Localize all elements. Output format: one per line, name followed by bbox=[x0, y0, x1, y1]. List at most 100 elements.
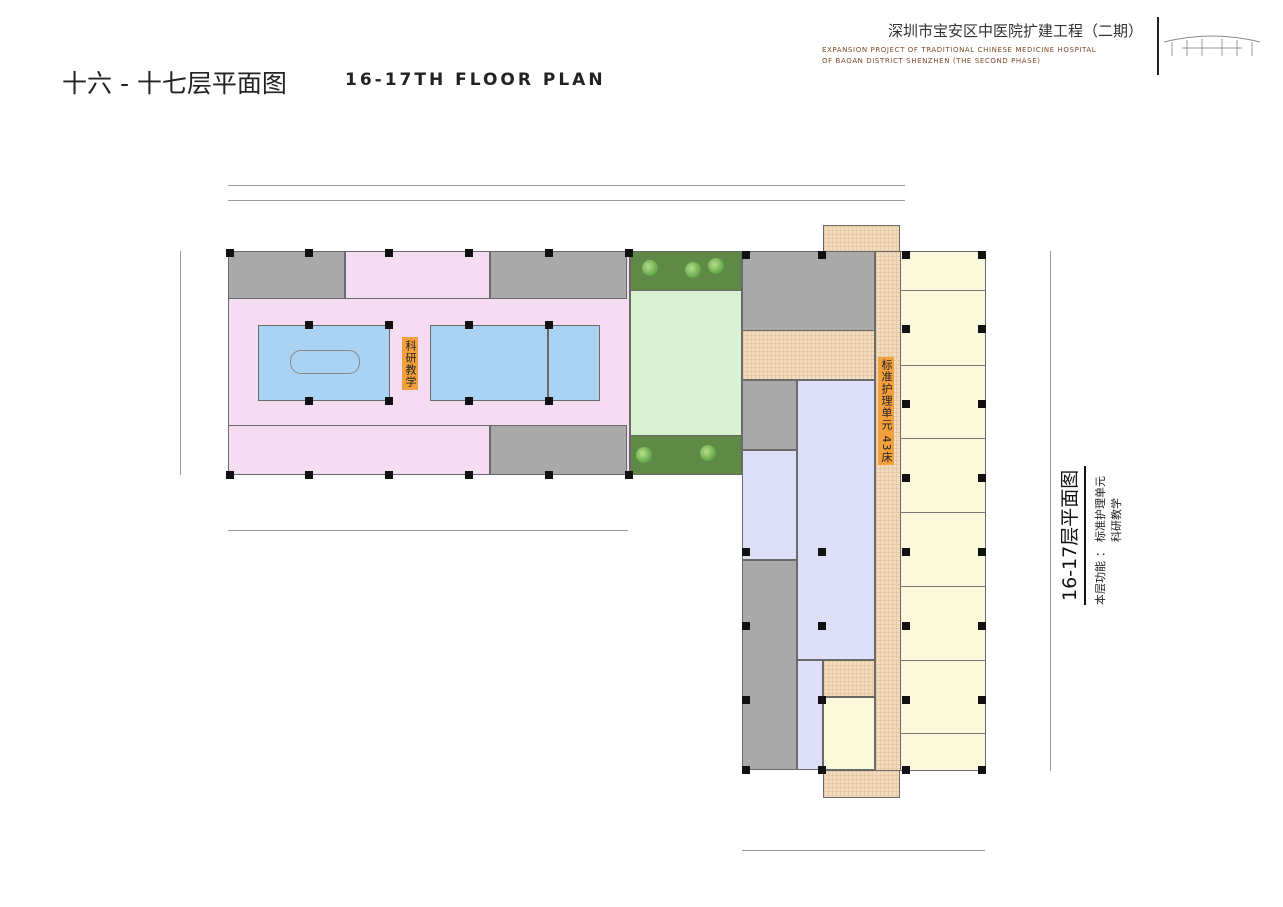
column bbox=[978, 400, 986, 408]
column bbox=[385, 321, 393, 329]
column bbox=[818, 622, 826, 630]
column bbox=[545, 397, 553, 405]
stair-core-east bbox=[742, 560, 797, 770]
column bbox=[742, 766, 750, 774]
column bbox=[902, 548, 910, 556]
column bbox=[818, 548, 826, 556]
ward-divider bbox=[900, 365, 986, 366]
column bbox=[545, 249, 553, 257]
column bbox=[305, 249, 313, 257]
column bbox=[902, 622, 910, 630]
column bbox=[625, 249, 633, 257]
ward-divider bbox=[900, 586, 986, 587]
south-corridor bbox=[823, 660, 875, 697]
side-legend-title: 16-17层平面图 bbox=[1055, 465, 1086, 605]
support-rooms bbox=[742, 450, 797, 560]
elevator-core-north bbox=[742, 251, 875, 331]
nursing-unit-label: 标准护理单元 43床 bbox=[878, 357, 894, 465]
nurse-station-area bbox=[797, 380, 875, 660]
column bbox=[226, 249, 234, 257]
stair-core-south bbox=[490, 425, 627, 475]
dimension-line-top bbox=[228, 185, 905, 186]
function-item-research: 科研教学 bbox=[1110, 498, 1123, 542]
header-divider bbox=[1157, 17, 1159, 75]
tree-icon bbox=[685, 262, 701, 278]
page-title-cn: 十六 - 十七层平面图 bbox=[62, 69, 287, 98]
column bbox=[978, 766, 986, 774]
dimension-line-top-2 bbox=[228, 200, 905, 201]
column bbox=[305, 471, 313, 479]
column bbox=[465, 321, 473, 329]
ward-room-south bbox=[823, 697, 875, 770]
function-separator: ： bbox=[1094, 546, 1107, 557]
main-corridor bbox=[875, 251, 902, 771]
hospital-logo-icon bbox=[1163, 35, 1261, 56]
dimension-line-bottom-right bbox=[742, 850, 985, 851]
tree-icon bbox=[636, 447, 652, 463]
column bbox=[818, 766, 826, 774]
elevator-lobby bbox=[742, 330, 875, 380]
column bbox=[742, 696, 750, 704]
column bbox=[385, 249, 393, 257]
patient-wards bbox=[900, 251, 986, 771]
dimension-line-right bbox=[1050, 251, 1051, 771]
column bbox=[465, 471, 473, 479]
column bbox=[978, 548, 986, 556]
north-balcony bbox=[823, 225, 900, 252]
classroom bbox=[430, 325, 548, 401]
south-balcony bbox=[823, 770, 900, 798]
ward-divider bbox=[900, 512, 986, 513]
service-room bbox=[742, 380, 797, 450]
column bbox=[978, 622, 986, 630]
function-list: 本层功能 ： 标准护理单元 科研教学 bbox=[1092, 415, 1124, 605]
column bbox=[305, 321, 313, 329]
function-item-nursing: 标准护理单元 bbox=[1094, 476, 1107, 542]
column bbox=[625, 471, 633, 479]
conference-table bbox=[290, 350, 360, 374]
column bbox=[742, 251, 750, 259]
column bbox=[465, 397, 473, 405]
column bbox=[902, 251, 910, 259]
column bbox=[465, 249, 473, 257]
function-label: 本层功能 bbox=[1094, 561, 1107, 605]
stair-core-west bbox=[228, 251, 345, 299]
project-title-cn: 深圳市宝安区中医院扩建工程（二期） bbox=[888, 22, 1144, 40]
ward-divider bbox=[900, 438, 986, 439]
column bbox=[385, 397, 393, 405]
column bbox=[902, 696, 910, 704]
column bbox=[978, 251, 986, 259]
office-rooms-north bbox=[345, 251, 490, 299]
ward-divider bbox=[900, 733, 986, 734]
function-items: 标准护理单元 科研教学 bbox=[1092, 476, 1124, 542]
column bbox=[902, 474, 910, 482]
column bbox=[978, 474, 986, 482]
courtyard-rooms bbox=[630, 290, 742, 436]
column bbox=[902, 400, 910, 408]
research-teaching-label: 科研教学 bbox=[402, 337, 418, 390]
column bbox=[978, 325, 986, 333]
project-title-en-2: OF BAOAN DISTRICT SHENZHEN (THE SECOND P… bbox=[822, 57, 1041, 65]
column bbox=[742, 548, 750, 556]
column bbox=[385, 471, 393, 479]
meeting-room bbox=[258, 325, 390, 401]
ward-divider bbox=[900, 290, 986, 291]
column bbox=[818, 251, 826, 259]
column bbox=[545, 471, 553, 479]
page-title-en: 16-17TH FLOOR PLAN bbox=[345, 70, 606, 90]
column bbox=[902, 766, 910, 774]
column bbox=[742, 622, 750, 630]
column bbox=[305, 397, 313, 405]
column bbox=[226, 471, 234, 479]
dimension-line-left bbox=[180, 251, 181, 475]
tree-icon bbox=[708, 258, 724, 274]
column bbox=[978, 696, 986, 704]
side-legend: 16-17层平面图 本层功能 ： 标准护理单元 科研教学 bbox=[1055, 415, 1145, 615]
dimension-line-bottom bbox=[228, 530, 628, 531]
project-title-en-1: EXPANSION PROJECT OF TRADITIONAL CHINESE… bbox=[822, 46, 1097, 54]
toilets-north bbox=[490, 251, 627, 299]
office-rooms-south bbox=[228, 425, 490, 475]
ward-divider bbox=[900, 660, 986, 661]
east-corridor bbox=[797, 660, 823, 770]
tree-icon bbox=[642, 260, 658, 276]
